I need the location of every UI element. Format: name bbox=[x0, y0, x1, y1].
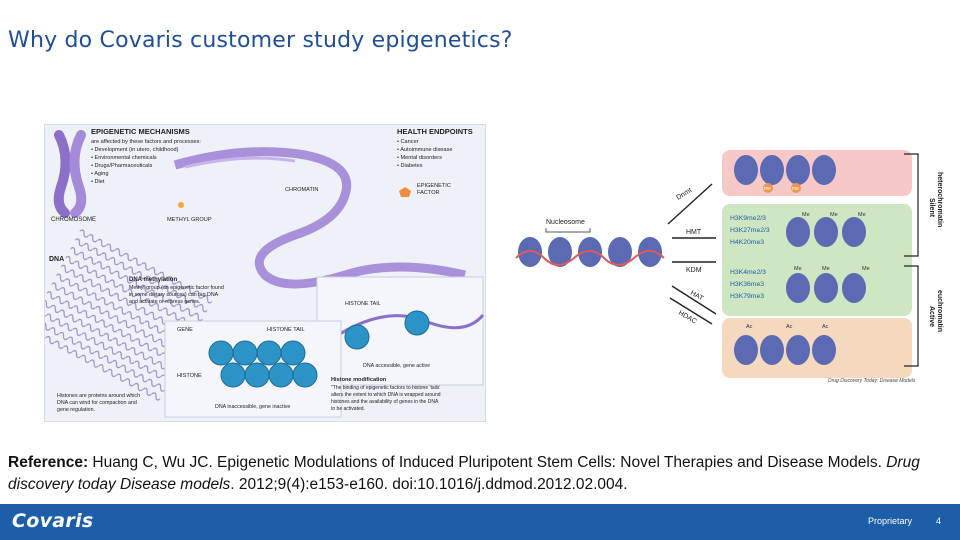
mechanisms-intro: are affected by these factors and proces… bbox=[91, 139, 201, 145]
methylated-nucleosomes bbox=[786, 217, 866, 303]
hdac-label: HDAC bbox=[677, 310, 698, 326]
covaris-logo: Covaris bbox=[12, 510, 94, 532]
active-label: Active bbox=[928, 306, 935, 327]
hmt-label: HMT bbox=[686, 229, 702, 236]
methyl-group-label: METHYL GROUP bbox=[167, 217, 212, 223]
nucleosome-chain bbox=[515, 237, 665, 267]
nucleosome-label: Nucleosome bbox=[546, 219, 585, 226]
histone-mod-text: alters the extent to which DNA is wrappe… bbox=[331, 392, 441, 398]
histone-note: gene regulation. bbox=[57, 407, 95, 413]
silent-mark: H3K27me2/3 bbox=[730, 227, 770, 234]
gene-label: GENE bbox=[177, 327, 193, 333]
epigenetic-factor-label-2: FACTOR bbox=[417, 190, 440, 196]
me-mark: me bbox=[764, 186, 771, 192]
chromosome-illustration bbox=[53, 130, 87, 218]
proprietary-label: Proprietary bbox=[868, 516, 913, 526]
histone-mod-text: "The binding of epigenetic factors to hi… bbox=[331, 385, 440, 391]
hat-label: HAT bbox=[689, 290, 705, 303]
methyl-group-icon bbox=[178, 202, 184, 208]
health-item: • Mental disorders bbox=[397, 155, 442, 161]
reference-tail: . 2012;9(4):e153-e160. doi:10.1016/j.ddm… bbox=[230, 476, 628, 493]
silent-nucleosomes bbox=[734, 155, 836, 185]
dna-accessible-label: DNA accessible, gene active bbox=[363, 363, 430, 369]
histone-tail-label-2: HISTONE TAIL bbox=[267, 327, 305, 333]
mechanism-item: • Aging bbox=[91, 171, 109, 177]
acetylated-nucleosomes bbox=[734, 335, 836, 365]
histone-mod-title: Histone modification bbox=[331, 377, 387, 383]
histone-label: HISTONE bbox=[177, 373, 202, 379]
Me-mark: Me bbox=[802, 212, 810, 218]
Me-mark: Me bbox=[822, 266, 830, 272]
Me-mark: Me bbox=[830, 212, 838, 218]
slide-title: Why do Covaris customer study epigenetic… bbox=[8, 28, 513, 53]
chromatin-states-figure: Nucleosome Dnmt HMT KDM HAT HDAC bbox=[506, 148, 946, 388]
methylation-text: and activate or repress genes. bbox=[129, 299, 200, 305]
chromatin-fiber bbox=[173, 147, 467, 289]
dna-inaccessible-label: DNA inaccessible, gene inactive bbox=[215, 404, 290, 410]
Ac-mark: Ac bbox=[746, 324, 753, 330]
histone-mod-text: histones and the availability of genes i… bbox=[331, 399, 439, 405]
me-mark: me bbox=[792, 186, 799, 192]
mechanism-item: • Diet bbox=[91, 179, 105, 185]
histone-accessible bbox=[344, 324, 370, 350]
Ac-mark: Ac bbox=[786, 324, 793, 330]
mechanisms-heading: EPIGENETIC MECHANISMS bbox=[91, 127, 190, 136]
epigenetic-factor-icon bbox=[399, 187, 411, 197]
page-number: 4 bbox=[936, 516, 942, 526]
reference-journal: Drug discovery today Disease models bbox=[8, 454, 920, 493]
histone-note: DNA can wind for compaction and bbox=[57, 400, 137, 406]
figure-credit: Drug Discovery Today: Disease Models bbox=[828, 378, 916, 384]
histone-cluster bbox=[208, 340, 318, 388]
histone-mod-text: to be activated. bbox=[331, 406, 365, 412]
Me-mark: Me bbox=[794, 266, 802, 272]
mechanism-item: • Development (in utero, childhood) bbox=[91, 147, 179, 153]
hat-arrow bbox=[671, 285, 717, 315]
reference-body: Huang C, Wu JC. Epigenetic Modulations o… bbox=[88, 454, 887, 471]
mechanism-item: • Drugs/Pharmaceuticals bbox=[91, 163, 153, 169]
reference-text: Reference: Huang C, Wu JC. Epigenetic Mo… bbox=[8, 452, 928, 496]
silent-bracket bbox=[904, 153, 919, 257]
dnmt-label: Dnmt bbox=[675, 187, 693, 202]
epigenetic-factor-label: EPIGENETIC bbox=[417, 183, 451, 189]
euchromatin-label: euchromatin bbox=[936, 290, 943, 332]
Ac-mark: Ac bbox=[822, 324, 829, 330]
health-item: • Autoimmune disease bbox=[397, 147, 452, 153]
active-mark: H3K79me3 bbox=[730, 293, 764, 300]
dnmt-arrow bbox=[667, 183, 713, 225]
health-item: • Cancer bbox=[397, 139, 419, 145]
methylation-text: in some dietary sources) can tag DNA bbox=[129, 292, 219, 298]
methylation-title: DNA methylation bbox=[129, 277, 177, 283]
silent-label: Silent bbox=[928, 198, 935, 218]
health-heading: HEALTH ENDPOINTS bbox=[397, 127, 473, 136]
active-mark: H3K4me2/3 bbox=[730, 269, 766, 276]
methylation-text: Methyl group (an epigenetic factor found bbox=[129, 285, 224, 291]
silent-mark: H3K9me2/3 bbox=[730, 215, 766, 222]
kdm-label: KDM bbox=[686, 267, 702, 274]
Me-mark: Me bbox=[862, 266, 870, 272]
chromatin-label: CHROMATIN bbox=[285, 187, 318, 193]
hdac-arrow bbox=[669, 297, 713, 325]
histone-note: Histones are proteins around which bbox=[57, 393, 140, 399]
active-mark: H3K36me3 bbox=[730, 281, 764, 288]
mechanism-item: • Environmental chemicals bbox=[91, 155, 157, 161]
chromosome-label: CHROMOSOME bbox=[51, 217, 96, 223]
dna-label: DNA bbox=[49, 256, 64, 263]
silent-mark: H4K20me3 bbox=[730, 239, 764, 246]
histone-accessible bbox=[404, 310, 430, 336]
footer-bar: Covaris Proprietary 4 bbox=[0, 504, 960, 540]
histone-tail-label: HISTONE TAIL bbox=[345, 301, 381, 307]
active-bracket bbox=[904, 265, 919, 367]
epigenetic-mechanisms-figure: CHROMOSOME EPIGENETIC MECHANISMS are aff… bbox=[44, 124, 486, 422]
heterochromatin-label: heterochromatin bbox=[936, 172, 943, 227]
Me-mark: Me bbox=[858, 212, 866, 218]
health-item: • Diabetes bbox=[397, 163, 423, 169]
reference-label: Reference: bbox=[8, 454, 89, 471]
